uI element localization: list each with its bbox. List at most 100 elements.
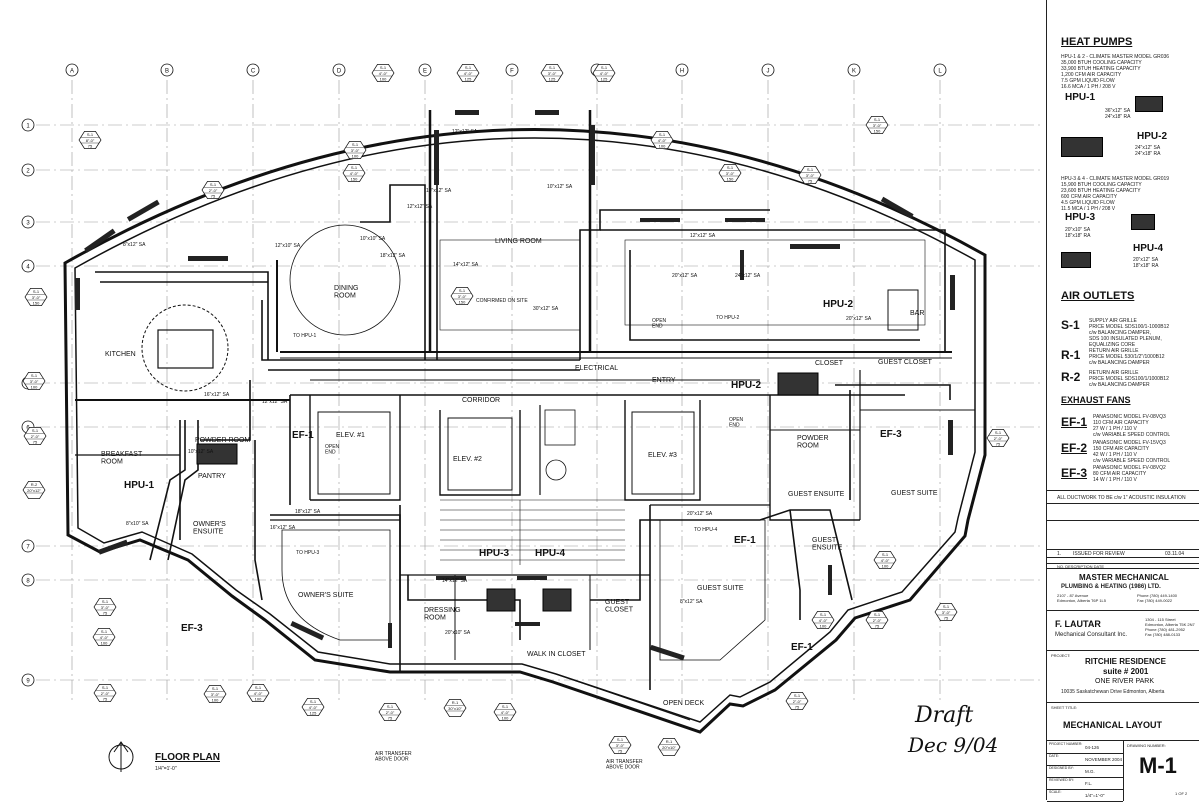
meta-label: DESIGNED BY: [1049, 766, 1074, 770]
diffuser-tag-type: S-1 [794, 693, 801, 698]
diffuser-tag-cfm: 100 [255, 697, 262, 702]
hp12-spec: HPU-1 & 2 - CLIMATE MASTER MODEL GR036 3… [1061, 54, 1170, 90]
tag-hpu3: HPU-3 [479, 548, 509, 559]
grid-bubble-col-A: A [65, 63, 79, 77]
svg-text:1: 1 [26, 124, 30, 130]
diffuser-tag: S-14"-0"100 [650, 131, 674, 149]
diffuser-tag-cfm: 100 [31, 385, 38, 390]
contractor-phone: Phone (780) 449-1400 Fax (780) 449-0022 [1137, 593, 1178, 603]
legend-hpu4-label: HPU-4 [1133, 243, 1164, 254]
diffuser-tag: S-12"-0"75 [201, 181, 225, 199]
legend-ef1-label: EF-1 [1061, 415, 1088, 429]
hpu2-unit [777, 372, 819, 396]
svg-text:4: 4 [26, 265, 30, 271]
diffuser-tag-type: R-1 [452, 700, 459, 705]
duct-label: 24"x12" SA [735, 273, 761, 279]
diffuser-tag-cfm: 75 [88, 144, 93, 149]
diffuser-tag-size: 30"x10" [448, 706, 462, 711]
diffuser-tag-type: S-1 [255, 685, 262, 690]
diffuser-tag: S-14"-0"100 [811, 611, 835, 629]
heat-pumps-title: HEAT PUMPS [1061, 36, 1133, 48]
diffuser-tag-size: 2"-0" [209, 188, 218, 193]
hpu4-unit [542, 588, 572, 612]
meta-label: DATE: [1049, 754, 1060, 758]
svg-text:A: A [70, 69, 74, 75]
legend-s1-label: S-1 [1061, 318, 1080, 332]
duct-runs [95, 175, 951, 640]
project-name: RITCHIE RESIDENCE [1085, 657, 1166, 666]
svg-text:2: 2 [26, 169, 30, 175]
room-closet: CLOSET [815, 360, 844, 367]
duct-label: 12"x12" SA [262, 399, 288, 405]
diffuser-tag-size: 3"-0" [458, 294, 467, 299]
meta-label: SCALE: [1049, 790, 1062, 794]
diffuser-tag-size: 3"-0" [32, 295, 41, 300]
duct-label: 12"x12" SA [407, 204, 433, 210]
revision-block: 1. ISSUED FOR REVIEW 03.11.04 NO. DESCRI… [1047, 520, 1199, 569]
diffuser-tag: S-12"-0"75 [23, 427, 47, 445]
note-confirmed: CONFIRMED ON SITE [476, 298, 528, 304]
meta-value: F.L. [1085, 781, 1093, 786]
grid-bubble-row-7: 7 [21, 539, 35, 553]
diffuser-tag-size: 4"-0" [658, 138, 667, 143]
duct-label: 12"x12" SA [452, 129, 478, 135]
grid-bubble-col-F: F [505, 63, 519, 77]
meta-row: DATE:NOVEMBER 2004 [1047, 753, 1123, 766]
svg-text:7: 7 [26, 545, 30, 551]
room-pantry: PANTRY [198, 473, 226, 480]
diffuser-tag-type: S-1 [351, 165, 358, 170]
diffuser-tag: S-12"-0"75 [986, 429, 1010, 447]
room-owners-suite: OWNER'S SUITE [298, 592, 354, 599]
legend-hpu3-label: HPU-3 [1065, 212, 1096, 223]
diffuser-tag: S-13"-0"100 [22, 372, 46, 390]
meta-value: 1/4"=1'-0" [1085, 793, 1105, 798]
room-guest-suite1: GUEST SUITE [697, 585, 744, 592]
diffuser-tag: S-13"-0"100 [343, 141, 367, 159]
consultant-address: 1304 - 115 Street Edmonton, Alberta T5K … [1145, 617, 1195, 637]
legend-r2-label: R-2 [1061, 370, 1081, 384]
duct-label: 20"x10" SA [445, 630, 471, 636]
room-entry: ENTRY [652, 377, 676, 384]
diffuser-tag-size: 3"-0" [101, 605, 110, 610]
tag-ef3-b: EF-3 [880, 429, 902, 440]
duct-label: 10"x12" SA [547, 184, 573, 190]
grid-bubble-col-D: D [332, 63, 346, 77]
diffuser-tag-cfm: 150 [727, 177, 734, 182]
diffuser-tag: S-13"-0"150 [718, 164, 742, 182]
diffuser-tag-type: S-1 [943, 604, 950, 609]
diffuser-tag-cfm: 75 [103, 611, 108, 616]
diffuser-tag-size: 4"-0" [464, 71, 473, 76]
diffuser-tag: S-13"-0"75 [93, 598, 117, 616]
duct-label: 18"x12" SA [380, 253, 406, 259]
room-guest-suite2: GUEST SUITE [891, 490, 938, 497]
room-walkin: WALK IN CLOSET [527, 651, 586, 658]
insulation-note: ALL DUCTWORK TO BE c/w 1" ACOUSTIC INSUL… [1057, 495, 1186, 501]
draft-note: Draft [914, 703, 973, 728]
room-guest-closet2: GUEST CLOSET [878, 359, 933, 366]
tag-ef1-a: EF-1 [292, 430, 314, 441]
diffuser-tag-cfm: 75 [795, 705, 800, 710]
diffuser-tag-cfm: 100 [212, 698, 219, 703]
diffuser-tag: S-13"-0"75 [798, 166, 822, 184]
grid-bubble-row-8: 8 [21, 573, 35, 587]
legend-hpu2-label: HPU-2 [1137, 131, 1168, 142]
diffuser-tag-cfm: 150 [33, 301, 40, 306]
grid-bubble-col-J: J [761, 63, 775, 77]
legend-hpu3-dims: 20"x10" SA 18"x18" RA [1065, 227, 1091, 239]
project-block: PROJECT: RITCHIE RESIDENCE suite # 2001 … [1047, 650, 1199, 702]
duct-label: 10"x12" SA [188, 449, 214, 455]
duct-label: 20"x12" SA [687, 511, 713, 517]
diffuser-tag: R-220"x12" [22, 481, 46, 499]
diffuser-tag-type: S-1 [102, 599, 109, 604]
svg-text:J: J [767, 69, 770, 75]
grid-bubble-row-9: 9 [21, 673, 35, 687]
diffuser-tag-cfm: 100 [380, 77, 387, 82]
diffuser-tag: S-13"-0"75 [934, 603, 958, 621]
sheet-title-label: SHEET TITLE: [1051, 705, 1078, 710]
duct-label: 12"x10" SA [275, 243, 301, 249]
grid-bubbles: ABCDEFGHJKL123456789 [21, 63, 947, 687]
